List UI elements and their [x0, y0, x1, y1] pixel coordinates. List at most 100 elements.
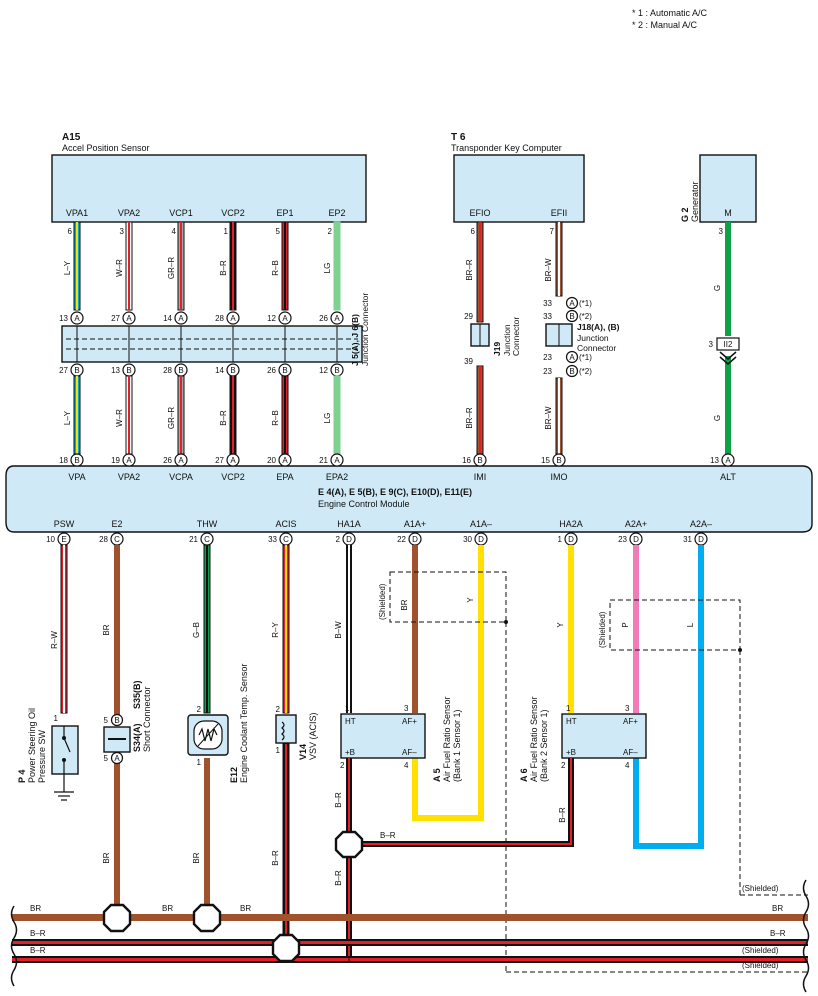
g2-wire-upper	[725, 222, 731, 336]
ecm-bot-num-9: 23	[618, 535, 627, 544]
ecm-pin-acis: ACIS	[275, 519, 296, 529]
a15-sensor-box	[51, 154, 367, 223]
s34-num-a: 5	[104, 754, 109, 763]
a6-af-sensor	[561, 713, 647, 759]
j19-name-2: Connector	[511, 317, 521, 356]
a15-pin-ep1: EP1	[276, 208, 293, 218]
ecm-pin-vcpa: VCPA	[169, 472, 193, 482]
shield-label-1: (Shielded)	[378, 583, 387, 620]
wire-e2-lower	[114, 760, 120, 912]
s35-code: S35(B)	[132, 680, 142, 709]
wire-label-a6-b2: B–R	[380, 831, 396, 840]
note-manual: * 2 : Manual A/C	[632, 20, 698, 30]
j19-bot-num: 39	[464, 357, 473, 366]
wire-label-rB-bot: R–B	[271, 410, 280, 426]
a15-pin-vpa1: VPA1	[66, 208, 88, 218]
ecm-top-letter-3: A	[178, 456, 184, 465]
ecm-bot-letter-6: D	[412, 535, 418, 544]
wire-label-bR-top: B–R	[219, 260, 228, 276]
ecm-box	[5, 465, 813, 533]
bus-label-br2-right: (Shielded)	[742, 946, 779, 955]
e12-pin-1: 1	[197, 758, 202, 767]
ecm-bot-num-6: 22	[397, 535, 406, 544]
a15-name: Accel Position Sensor	[62, 143, 150, 153]
p4-name-2: Pressure SW	[37, 729, 47, 783]
wire-label-acis: R–Y	[271, 622, 280, 638]
t6-pin-efii: EFII	[551, 208, 568, 218]
splice-thw	[192, 903, 222, 933]
wire-label-rB-top: R–B	[271, 260, 280, 276]
j56-bot-num-6: 12	[319, 366, 328, 375]
a5-pin-b: +B	[345, 748, 355, 757]
a5-num-1: 1	[345, 704, 350, 713]
wire-label-lg-top: LG	[323, 263, 332, 274]
wire-label-psw: R–W	[50, 631, 59, 649]
s34-pin-a	[110, 751, 124, 765]
break-right	[802, 879, 810, 993]
j56-top-num-1: 13	[59, 314, 68, 323]
shield-label-3: (Shielded)	[742, 884, 779, 893]
a15-pin-ep2: EP2	[328, 208, 345, 218]
j18-pin-b-top	[565, 309, 579, 323]
a15-num-5: 5	[276, 227, 281, 236]
wire-label-a2a-minus: L	[686, 622, 695, 627]
ecm-pin-a1a-minus: A1A–	[470, 519, 492, 529]
t6-wire-label-4: BR–W	[544, 406, 553, 430]
ecm-top-letter-7: B	[477, 456, 482, 465]
wire-label-ha2a: Y	[556, 622, 565, 628]
ecm-bot-letter-7: D	[478, 535, 484, 544]
ecm-bot-letter-10: D	[698, 535, 704, 544]
svg-text:B: B	[569, 312, 574, 321]
wire-a5-plusb	[346, 758, 352, 956]
ecm-pin-a2a-minus: A2A–	[690, 519, 712, 529]
a5-code: A 5	[432, 768, 442, 782]
t6-code: T 6	[451, 132, 466, 143]
g2-wire-label-2: G	[713, 415, 722, 421]
ii2-connector	[716, 337, 740, 351]
a6-pin-b: +B	[566, 748, 576, 757]
svg-text:B: B	[569, 367, 574, 376]
a15-wires-upper	[73, 221, 341, 311]
bus-label-br1-right: B–R	[770, 929, 786, 938]
ecm-pin-a2a-plus: A2A+	[625, 519, 647, 529]
bus-br-1	[12, 939, 808, 946]
wire-label-lY-bot: L–Y	[63, 410, 72, 425]
wire-label-acis-low: B–R	[271, 850, 280, 866]
a6-num-2: 2	[561, 761, 566, 770]
wire-label-a6-b: B–R	[558, 807, 567, 823]
s34-num-b: 5	[104, 716, 109, 725]
ecm-bot-num-8: 1	[558, 535, 563, 544]
a5-name-1: Air Fuel Ratio Sensor	[442, 696, 452, 782]
a5-af-sensor	[340, 713, 426, 759]
e12-code: E12	[229, 767, 239, 783]
j18-pin-a-bot	[565, 350, 579, 364]
wire-a1a-minus	[412, 545, 484, 821]
a5-name-2: (Bank 1 Sensor 1)	[452, 709, 462, 782]
j56-name: Junction Connector	[360, 293, 370, 366]
j56-bot-letter-5: B	[282, 366, 287, 375]
ecm-bot-num-7: 30	[463, 535, 472, 544]
bus-label-br-mid1: BR	[162, 904, 173, 913]
a15-num-4: 1	[224, 227, 229, 236]
t6-wires	[476, 221, 563, 455]
j18-b1: 23	[543, 353, 552, 362]
t6-wire-label-3: BR–R	[465, 407, 474, 429]
bus-label-br-right: BR	[772, 904, 783, 913]
note-automatic: * 1 : Automatic A/C	[632, 8, 708, 18]
j18-name-2: Connector	[577, 343, 616, 353]
wire-a2a-minus	[633, 545, 704, 849]
ecm-top-letter-9: A	[725, 456, 731, 465]
s34-code: S34(A)	[132, 723, 142, 752]
a6-pin-ht: HT	[566, 717, 577, 726]
j5-j6-junction-box	[61, 325, 363, 363]
j56-top-num-3: 14	[163, 314, 172, 323]
ecm-name: Engine Control Module	[318, 499, 410, 509]
ecm-bot-letter-5: D	[346, 535, 352, 544]
shield-bank2	[609, 599, 741, 651]
ecm-bot-num-3: 21	[189, 535, 198, 544]
a5-pin-afplus: AF+	[402, 717, 417, 726]
wire-label-a5-b: B–R	[334, 792, 343, 808]
a15-code: A15	[62, 132, 81, 143]
wire-a2a-plus	[633, 545, 639, 713]
g2-code: G 2	[680, 207, 690, 222]
